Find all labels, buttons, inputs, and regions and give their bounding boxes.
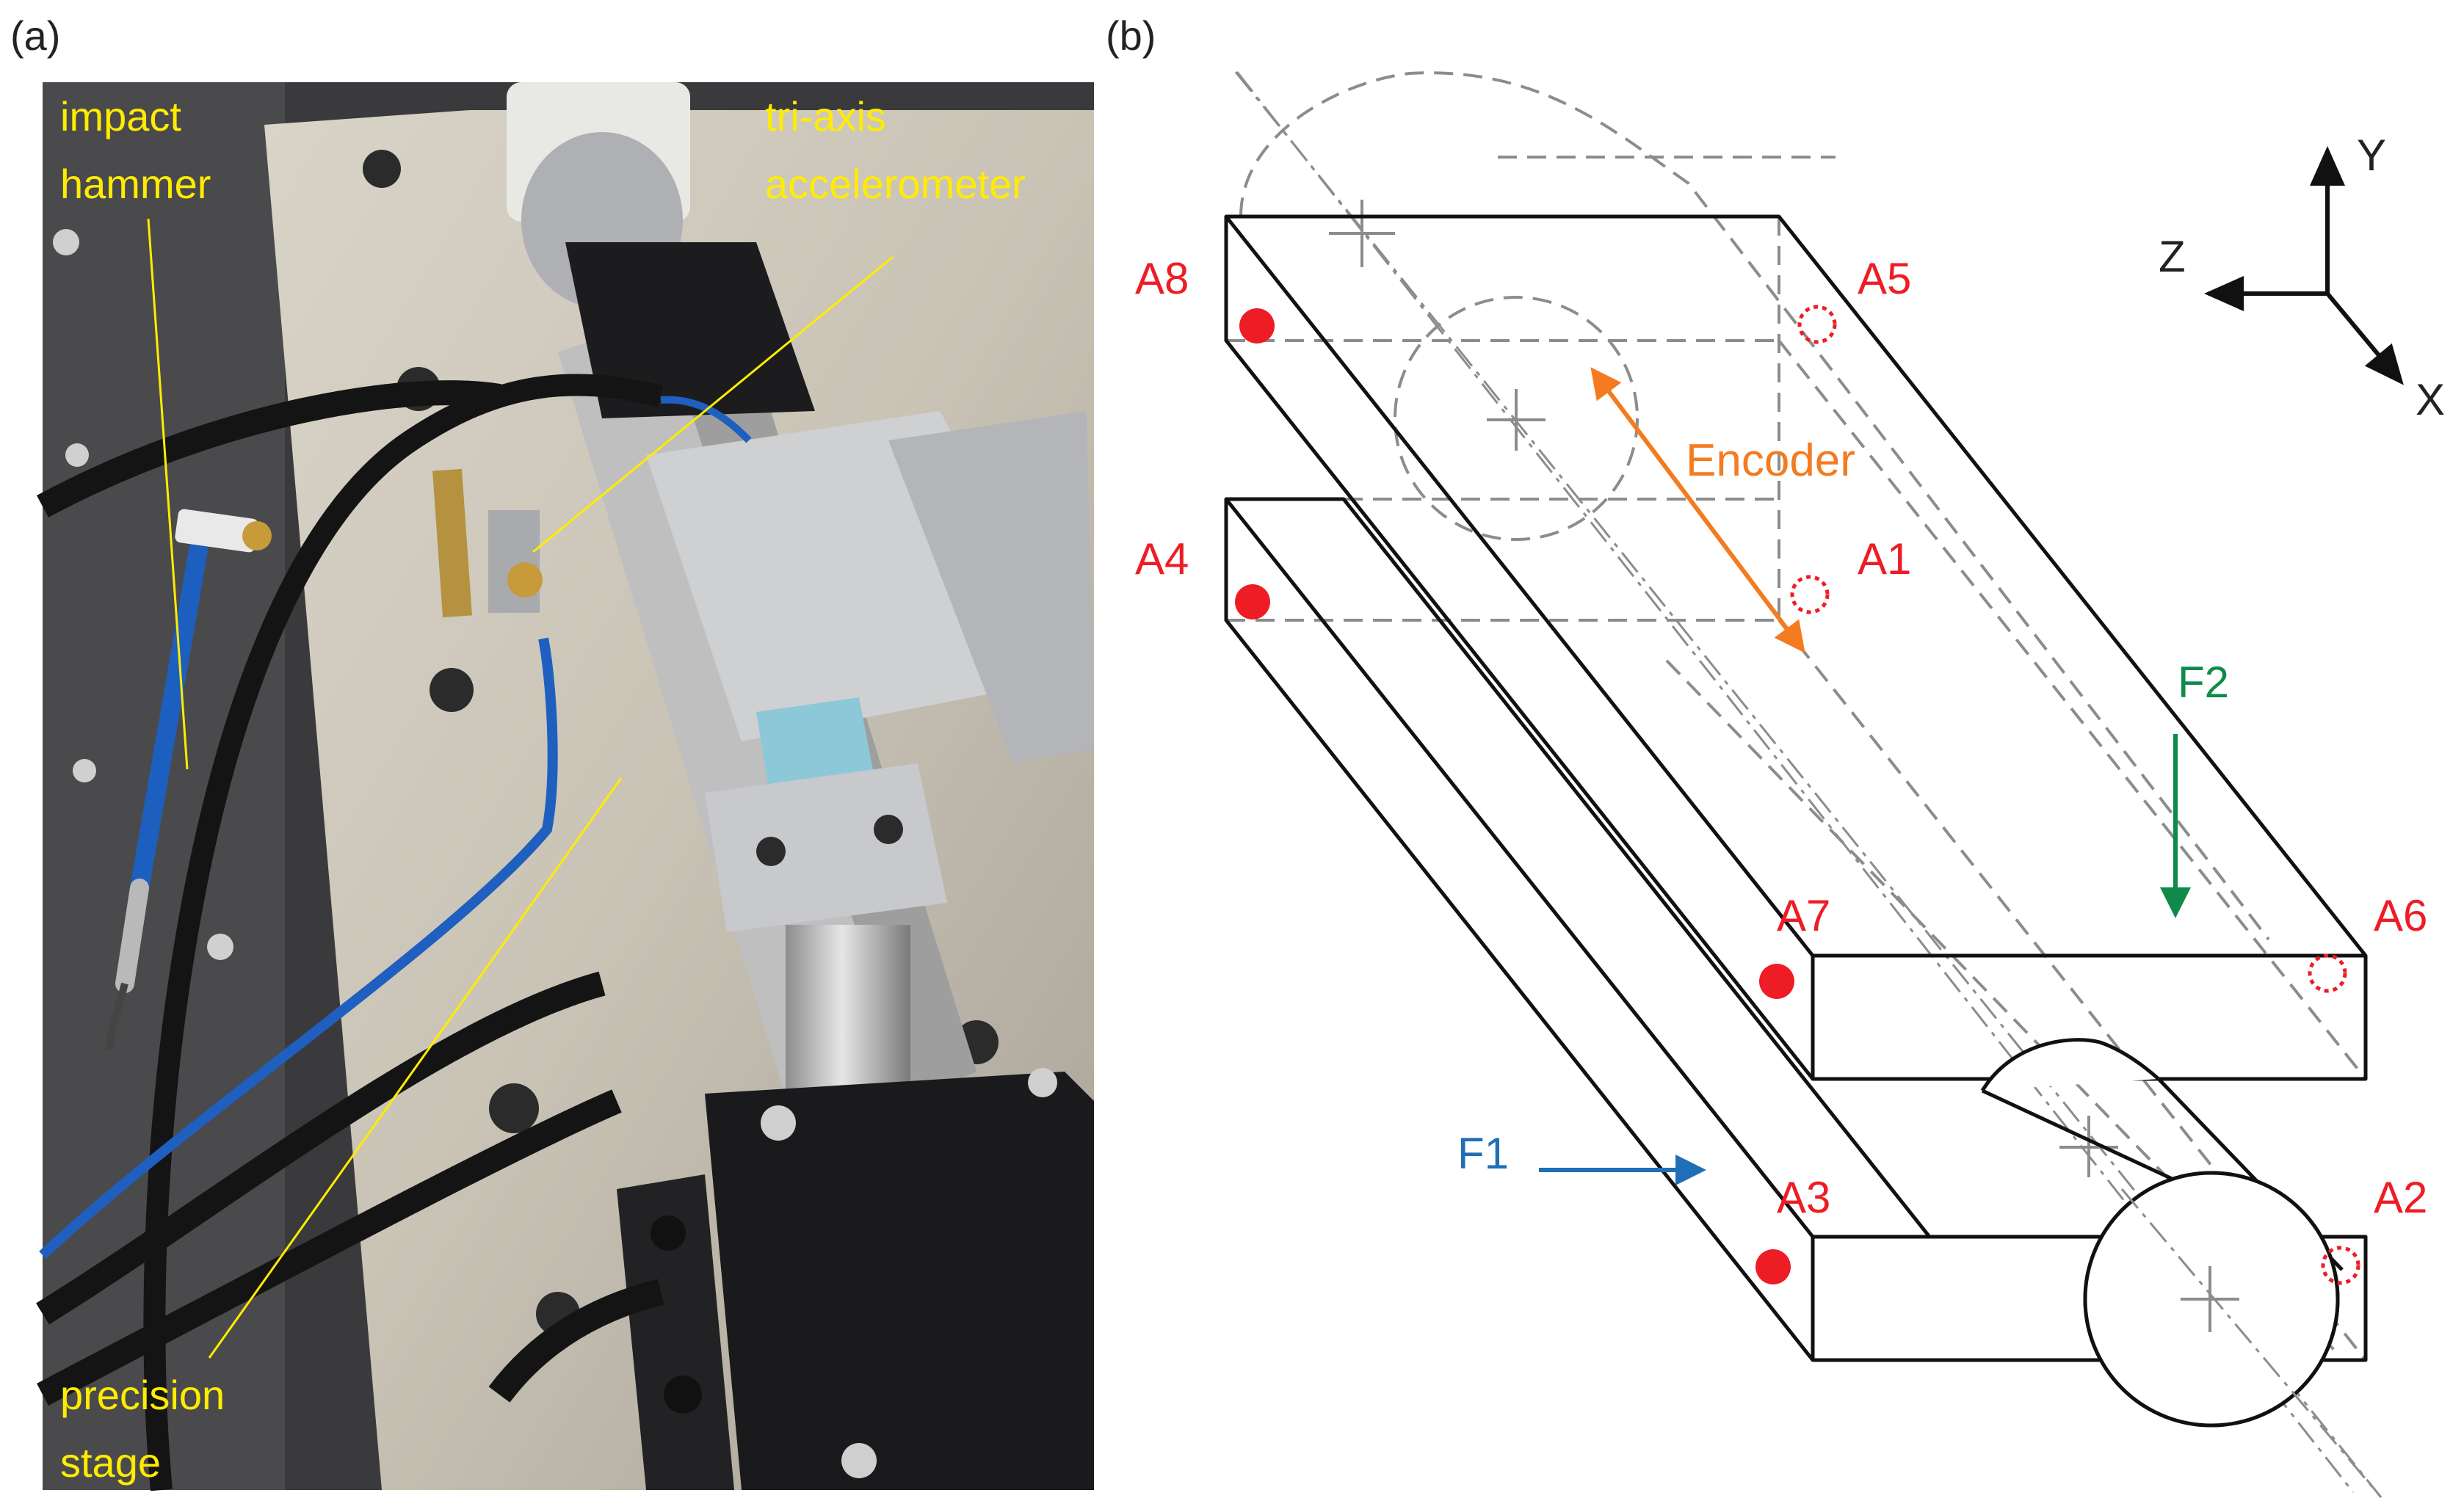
accelerometer-a2-marker (2321, 1246, 2360, 1285)
accelerometer-label-line2: accelerometer (765, 161, 1026, 207)
coordinate-axes: Y Z X (2159, 131, 2445, 424)
axis-z-label: Z (2159, 232, 2186, 281)
encoder-arrow (1590, 367, 1805, 653)
axis-y-label: Y (2357, 131, 2386, 180)
accelerometer-a6-marker (2308, 953, 2347, 993)
stage-schematic: A8 A5 A4 A1 A7 A6 A3 A2 Encoder F1 F2 Y … (1135, 71, 2445, 1498)
lower-plate (1224, 497, 2368, 1362)
panel-a-label: (a) (10, 12, 60, 59)
accelerometer-a8-marker (1239, 308, 1275, 344)
precision-stage-label: precision (60, 1372, 225, 1418)
precision-stage-label-line2: stage (60, 1439, 161, 1486)
label-a4: A4 (1135, 534, 1189, 584)
label-a8: A8 (1135, 254, 1189, 303)
accelerometer-a7-marker (1759, 964, 1794, 999)
upper-plate (1224, 214, 2368, 1081)
accelerometer-a3-marker (1755, 1249, 1791, 1284)
label-a6: A6 (2374, 891, 2427, 940)
accelerometer-markers (1235, 305, 2360, 1285)
label-a5: A5 (1858, 254, 1911, 303)
label-a1: A1 (1858, 534, 1911, 584)
label-a2: A2 (2374, 1173, 2427, 1222)
force-f2-label: F2 (2178, 658, 2229, 707)
axis-x-label: X (2416, 375, 2445, 424)
panel-b-label: (b) (1106, 12, 1156, 59)
experimental-setup-photo: impact hammer tri-axis accelerometer pre… (36, 82, 1094, 1491)
accelerometer-a5-marker (1797, 305, 1837, 344)
accelerometer-label: tri-axis (765, 93, 886, 139)
impact-hammer-label: impact (60, 93, 181, 139)
impact-hammer-label-line2: hammer (60, 161, 211, 207)
force-f1-label: F1 (1457, 1129, 1509, 1178)
accelerometer-a4-marker (1235, 584, 1270, 619)
label-a7: A7 (1777, 891, 1830, 940)
label-a3: A3 (1777, 1173, 1830, 1222)
accelerometer-a1-marker (1790, 575, 1830, 614)
encoder-label: Encoder (1686, 435, 1855, 486)
